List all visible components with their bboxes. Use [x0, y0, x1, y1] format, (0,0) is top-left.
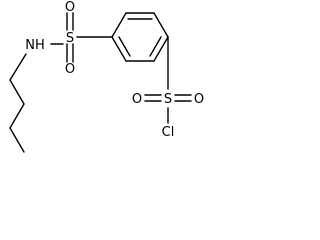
atom-cl1-label: Cl — [162, 125, 175, 140]
chemical-structure: O S O NH S O O Cl — [9, 0, 204, 153]
bond-ring-3 — [153, 36, 169, 62]
bond-c1-c2 — [9, 79, 25, 105]
sulfonamide-group: O S O NH — [25, 0, 75, 77]
atom-o2-label: O — [65, 62, 75, 77]
bond-c2-c3 — [9, 103, 25, 129]
bond-c3-c4 — [9, 127, 25, 153]
bond-ring-inner-3 — [118, 36, 131, 57]
bond-ring-5 — [111, 36, 127, 62]
atom-o4-label: O — [194, 92, 204, 107]
bond-ring-6 — [111, 12, 127, 38]
bond-n1-c1 — [9, 53, 27, 81]
atom-s2-label: S — [164, 92, 172, 107]
atom-o3-label: O — [132, 92, 142, 107]
atom-s1-label: S — [66, 31, 74, 46]
atom-o1-label: O — [65, 0, 75, 15]
butyl-chain — [9, 53, 27, 153]
benzene-ring — [111, 12, 169, 62]
sulfonyl-chloride-group: S O O Cl — [132, 92, 204, 140]
bond-ring-2 — [153, 12, 169, 38]
atom-n1-label: NH — [25, 38, 45, 53]
bond-ring-inner-2 — [149, 36, 162, 57]
